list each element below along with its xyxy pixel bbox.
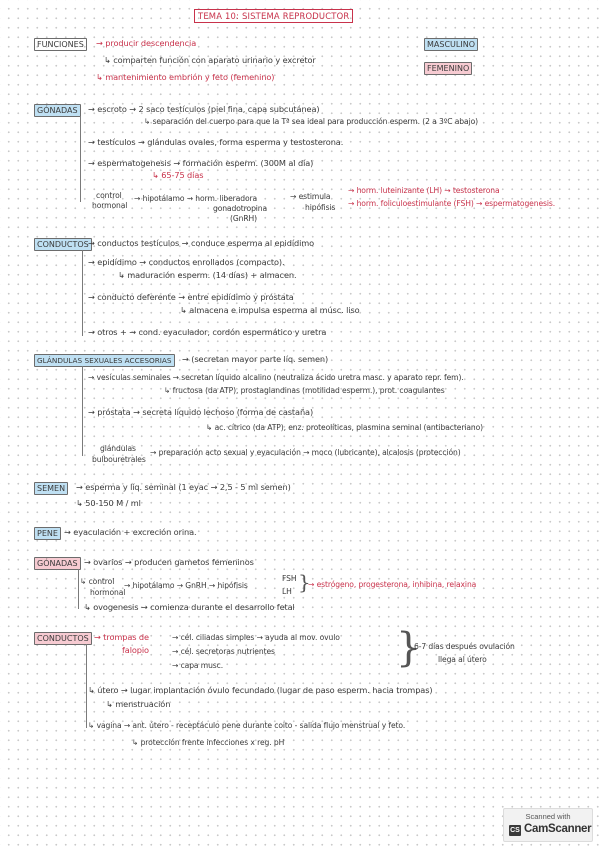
gonadas-m-line-3: → testículos → glándulas ovales, forma e… [88, 137, 344, 147]
gonadas-f-line-1: → ovarios → producen gametos femeninos [84, 557, 254, 567]
conductos-f-proteccion: ↳ protección frente infecciones x reg. p… [132, 738, 285, 747]
camscanner-watermark: Scanned with CS CamScanner [503, 808, 593, 842]
conductos-f-vagina: ↳ vagina → ant. útero - receptáculo pene… [88, 721, 406, 730]
gonadas-f-line-2b: → estrógeno, progesterona, inhibina, rel… [308, 580, 477, 589]
glandulas-line-1: → vesículas seminales → secretan líquido… [88, 373, 464, 382]
conductos-f-note-2: llega al útero [438, 655, 487, 664]
brace-hormones: } [298, 570, 311, 594]
glandulas-line-0: → (secretan mayor parte líq. semen) [182, 354, 329, 364]
semen-line-2: ↳ 50-150 M / ml [76, 498, 141, 508]
glandulas-connector [82, 366, 83, 456]
section-label-gonadas-f: GÓNADAS [34, 557, 81, 570]
glandulas-line-2: ↳ fructosa (da ATP), prostaglandinas (mo… [164, 386, 445, 395]
brace-trompas: } [396, 625, 422, 671]
conductos-f-utero: ↳ útero → lugar implantación óvulo fecun… [88, 685, 433, 695]
section-label-funciones: FUNCIONES [34, 38, 87, 51]
gonadas-m-line-2: ↳ separación del cuerpo para que la Tª s… [144, 117, 478, 126]
gonadas-m-fsh: → horm. foliculoestimulante (FSH) → espe… [348, 199, 556, 208]
gonadas-m-line-1: → escroto → 2 saco testículos (piel fina… [88, 104, 320, 114]
conductos-m-line-4: → conducto deferente → entre epidídimo y… [88, 292, 294, 302]
gonadas-m-hormonal: hormonal [92, 201, 128, 210]
section-label-conductos-f: CONDUCTOS [34, 632, 92, 645]
section-label-semen: SEMEN [34, 482, 69, 495]
header-masculino: MASCULINO [424, 38, 478, 51]
glandulas-line-4: ↳ ac. cítrico (da ATP), enz. proteolític… [206, 423, 484, 432]
funciones-line-1: → producir descendencia [96, 38, 197, 48]
header-femenino: FEMENINO [424, 62, 473, 75]
glandulas-line-5b: bulbouretrales [92, 455, 146, 464]
conductos-f-menstruacion: ↳ menstruación [106, 699, 171, 709]
semen-line-1: → esperma y líq. seminal (1 eyac → 2,5 -… [76, 482, 291, 492]
section-label-gonadas-m: GÓNADAS [34, 104, 81, 117]
funciones-line-3: ↳ mantenimiento embrión y feto (femenino… [96, 72, 275, 82]
conductos-m-line-2: → epidídimo → conductos enrollados (comp… [88, 257, 285, 267]
pene-line-1: → eyaculación + excreción orina. [64, 527, 197, 537]
gonadas-f-fsh: FSH [282, 574, 297, 583]
conductos-f-secretoras: → cél. secretoras nutrientes [172, 647, 275, 656]
gonadas-m-line-5: ↳ 65-75 días [152, 170, 204, 180]
gonadas-m-gnrh: (GnRH) [230, 214, 258, 223]
section-label-glandulas: GLÁNDULAS SEXUALES ACCESORIAS [34, 354, 175, 367]
gonadas-m-connector [80, 116, 81, 202]
glandulas-line-5c: → preparación acto sexual y eyaculación … [150, 448, 461, 457]
gonadas-m-hipotalamo: → hipotálamo → horm. liberadora [134, 194, 258, 203]
conductos-m-connector [82, 250, 83, 336]
gonadas-m-line-4: → espermatogenesis → formación esperm. (… [88, 158, 314, 168]
page-title: TEMA 10: SISTEMA REPRODUCTOR [194, 9, 354, 23]
conductos-m-line-6: → otros + → cond. eyaculador, cordón esp… [88, 327, 327, 337]
camscanner-brand: CamScanner [524, 823, 592, 835]
gonadas-m-lh: → horm. luteinizante (LH) → testosterona [348, 186, 500, 195]
conductos-f-capa: → capa musc. [172, 661, 224, 670]
gonadas-m-control: control [96, 191, 122, 200]
gonadas-m-hipofisis: hipófisis [305, 203, 336, 212]
conductos-f-connector [86, 644, 87, 728]
conductos-m-line-1: → conductos testículos → conduce esperma… [88, 238, 315, 248]
glandulas-line-3: → próstata → secreta líquido lechoso (fo… [88, 407, 314, 417]
gonadas-f-connector [78, 569, 79, 609]
gonadas-f-hormonal: hormonal [90, 588, 126, 597]
camscanner-icon: CS [509, 825, 521, 836]
conductos-m-line-5: ↳ almacena e impulsa esperma al músc. li… [180, 305, 360, 315]
funciones-line-2: ↳ comparten función con aparato urinario… [104, 55, 316, 65]
conductos-f-trompas: → trompas de [94, 632, 149, 642]
gonadas-f-line-3: ↳ ovogenesis → comienza durante el desar… [84, 602, 295, 612]
gonadas-f-line-2a: → hipotálamo → GnRH → hipófisis [124, 581, 248, 590]
conductos-f-ciliadas: → cél. ciliadas simples → ayuda al mov. … [172, 633, 340, 642]
gonadas-m-gonadotropina: gonadotropina [213, 204, 268, 213]
conductos-f-note-1: 6-7 días después ovulación [414, 642, 515, 651]
gonadas-f-lh: LH [282, 587, 292, 596]
glandulas-line-5a: glándulas [100, 444, 136, 453]
conductos-m-line-3: ↳ maduración esperm. (14 días) + almacen… [118, 270, 297, 280]
gonadas-m-estimula: → estimula [290, 192, 331, 201]
scanned-with-text: Scanned with [525, 812, 571, 821]
gonadas-f-control: ↳ control [80, 577, 115, 586]
section-label-conductos-m: CONDUCTOS [34, 238, 92, 251]
section-label-pene: PENE [34, 527, 61, 540]
conductos-f-falopio: falopio [122, 645, 149, 655]
